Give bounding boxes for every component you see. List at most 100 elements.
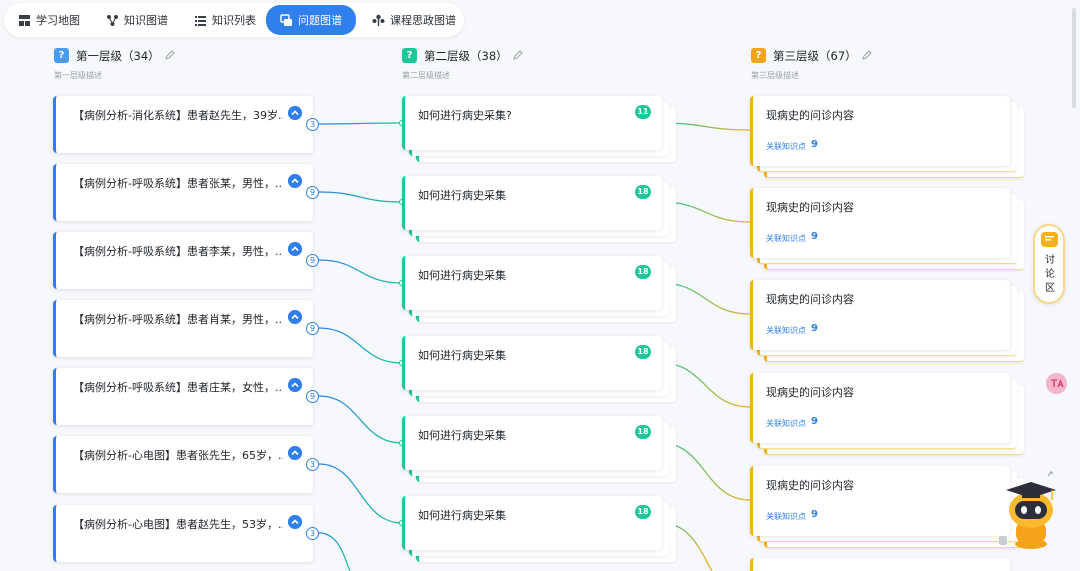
card-front — [750, 558, 1010, 571]
related-knowledge-count[interactable]: 9 — [811, 139, 818, 150]
count-badge: 18 — [635, 425, 651, 439]
column-desc: 第三层级描述 — [751, 71, 799, 80]
related-knowledge-count[interactable]: 9 — [811, 231, 818, 242]
level1-card[interactable]: 【病例分析-呼吸系统】患者庄某，女性，... — [53, 368, 313, 425]
card-front: 如何进行病史采集 18 — [402, 176, 662, 230]
graph-icon — [107, 14, 118, 26]
level2-card[interactable]: 如何进行病史采集? 11 — [402, 96, 677, 162]
level3-card[interactable]: 现病史的问诊内容 关联知识点 9 — [750, 96, 1025, 180]
child-count-badge: 3 — [306, 527, 319, 540]
related-knowledge-label[interactable]: 关联知识点 — [766, 512, 806, 521]
card-front: 现病史的问诊内容 关联知识点 9 — [750, 188, 1010, 258]
column-desc: 第二层级描述 — [402, 71, 450, 80]
level2-card[interactable]: 如何进行病史采集 18 — [402, 496, 677, 562]
card-text: 如何进行病史采集? — [418, 109, 512, 122]
related-knowledge-label[interactable]: 关联知识点 — [766, 142, 806, 151]
level3-card-partial[interactable] — [750, 558, 1025, 571]
card-front: 如何进行病史采集 18 — [402, 496, 662, 550]
tab-label: 知识图谱 — [124, 14, 168, 27]
card-text: 现病史的问诊内容 — [766, 201, 854, 214]
question-icon: ? — [402, 48, 417, 63]
card-text: 【病例分析-心电图】患者赵先生，53岁，... — [73, 518, 283, 531]
level1-card[interactable]: 【病例分析-呼吸系统】患者肖某，男性，... — [53, 300, 313, 357]
level1-card[interactable]: 【病例分析-消化系统】患者赵先生，39岁... — [53, 96, 313, 153]
related-knowledge-label[interactable]: 关联知识点 — [766, 419, 806, 428]
ai-assistant-robot-icon[interactable] — [996, 470, 1066, 552]
level2-card[interactable]: 如何进行病史采集 18 — [402, 416, 677, 482]
card-front: 如何进行病史采集? 11 — [402, 96, 662, 150]
card-front: 现病史的问诊内容 关联知识点 9 — [750, 96, 1010, 166]
card-text: 【病例分析-消化系统】患者赵先生，39岁... — [73, 109, 283, 122]
child-count-badge: 9 — [306, 322, 319, 335]
level3-card[interactable]: 现病史的问诊内容 关联知识点 9 — [750, 280, 1025, 364]
tree-icon — [372, 14, 385, 26]
level3-card[interactable]: 现病史的问诊内容 关联知识点 9 — [750, 188, 1025, 272]
chevron-up-icon[interactable] — [288, 515, 302, 529]
column-header-level2: ? 第二层级（38） 第二层级描述 — [402, 48, 562, 84]
level2-card[interactable]: 如何进行病史采集 18 — [402, 256, 677, 322]
level3-card[interactable]: 现病史的问诊内容 关联知识点 9 — [750, 373, 1025, 457]
count-badge: 18 — [635, 345, 651, 359]
child-count-badge: 3 — [306, 458, 319, 471]
tab-knowledge-graph[interactable]: 知识图谱 — [106, 6, 168, 34]
related-knowledge-label[interactable]: 关联知识点 — [766, 326, 806, 335]
card-text: 【病例分析-心电图】患者张先生，65岁，... — [73, 449, 283, 462]
card-front: 现病史的问诊内容 关联知识点 9 — [750, 280, 1010, 350]
top-nav: 学习地图 知识图谱 知识列表 问题图谱 课程思政图谱 — [4, 3, 464, 37]
tab-label: 学习地图 — [36, 14, 80, 27]
question-graph-icon — [280, 13, 292, 26]
chevron-up-icon[interactable] — [288, 378, 302, 392]
edit-icon[interactable] — [861, 49, 873, 61]
card-text: 如何进行病史采集 — [418, 269, 506, 282]
level3-card[interactable]: 现病史的问诊内容 关联知识点 9 — [750, 466, 1025, 550]
level1-card[interactable]: 【病例分析-呼吸系统】患者张某，男性，... — [53, 164, 313, 221]
chevron-up-icon[interactable] — [288, 242, 302, 256]
count-badge: 18 — [635, 265, 651, 279]
card-front: 如何进行病史采集 18 — [402, 256, 662, 310]
card-text: 如何进行病史采集 — [418, 349, 506, 362]
chevron-up-icon[interactable] — [288, 106, 302, 120]
question-icon: ? — [751, 48, 766, 63]
level1-card[interactable]: 【病例分析-心电图】患者张先生，65岁，... — [53, 436, 313, 493]
level1-card[interactable]: 【病例分析-呼吸系统】患者李某，男性，... — [53, 232, 313, 289]
tab-question-graph[interactable]: 问题图谱 — [266, 5, 356, 35]
level2-card[interactable]: 如何进行病史采集 18 — [402, 336, 677, 402]
discussion-tab[interactable]: 讨论区 — [1033, 224, 1065, 304]
discussion-label: 讨论区 — [1045, 255, 1055, 294]
scrollbar[interactable] — [1072, 8, 1076, 108]
edit-icon[interactable] — [164, 49, 176, 61]
chevron-up-icon[interactable] — [288, 310, 302, 324]
chevron-up-icon[interactable] — [288, 446, 302, 460]
card-front: 如何进行病史采集 18 — [402, 336, 662, 390]
tab-label: 知识列表 — [212, 14, 256, 27]
related-knowledge-count[interactable]: 9 — [811, 323, 818, 334]
related-knowledge-count[interactable]: 9 — [811, 416, 818, 427]
chevron-up-icon[interactable] — [288, 174, 302, 188]
column-desc: 第一层级描述 — [54, 71, 102, 80]
card-text: 如何进行病史采集 — [418, 429, 506, 442]
card-text: 现病史的问诊内容 — [766, 109, 854, 122]
translate-icon[interactable] — [1046, 373, 1067, 394]
tab-label: 问题图谱 — [298, 14, 342, 27]
level2-card[interactable]: 如何进行病史采集 18 — [402, 176, 677, 242]
question-icon: ? — [54, 48, 69, 63]
card-text: 【病例分析-呼吸系统】患者肖某，男性，... — [73, 313, 283, 326]
level1-card[interactable]: 【病例分析-心电图】患者赵先生，53岁，... — [53, 505, 313, 562]
card-text: 如何进行病史采集 — [418, 509, 506, 522]
child-count-badge: 9 — [306, 186, 319, 199]
column-title: 第一层级（34） — [76, 49, 160, 63]
related-knowledge-count[interactable]: 9 — [811, 509, 818, 520]
column-header-level1: ? 第一层级（34） 第一层级描述 — [54, 48, 214, 84]
tab-ideology-graph[interactable]: 课程思政图谱 — [372, 6, 456, 34]
card-front: 现病史的问诊内容 关联知识点 9 — [750, 373, 1010, 443]
related-knowledge-label[interactable]: 关联知识点 — [766, 234, 806, 243]
tab-learning-map[interactable]: 学习地图 — [18, 6, 80, 34]
tab-knowledge-list[interactable]: 知识列表 — [194, 6, 256, 34]
edit-icon[interactable] — [512, 49, 524, 61]
card-front: 现病史的问诊内容 关联知识点 9 — [750, 466, 1010, 536]
count-badge: 18 — [635, 185, 651, 199]
card-text: 如何进行病史采集 — [418, 189, 506, 202]
card-text: 【病例分析-呼吸系统】患者李某，男性，... — [73, 245, 283, 258]
chat-bubble-icon — [1041, 232, 1058, 247]
column-header-level3: ? 第三层级（67） 第三层级描述 — [751, 48, 911, 84]
